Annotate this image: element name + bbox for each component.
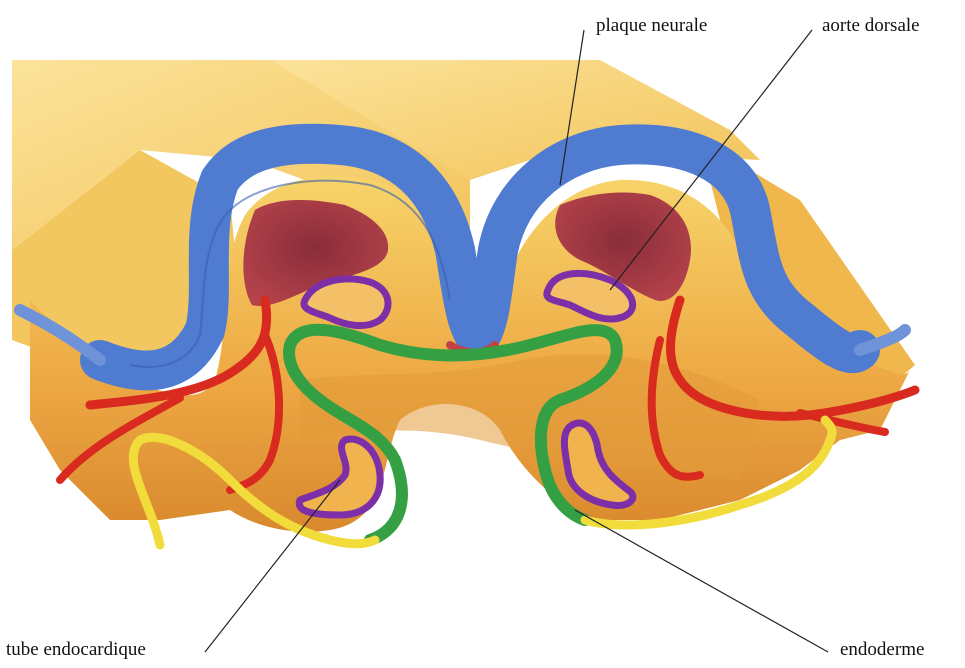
label-aorte-dorsale: aorte dorsale	[822, 16, 920, 35]
label-endoderme: endoderme	[840, 640, 924, 659]
label-plaque-neurale: plaque neurale	[596, 16, 707, 35]
label-tube-endocardique: tube endocardique	[6, 640, 146, 659]
leader-endoderme	[575, 510, 828, 652]
